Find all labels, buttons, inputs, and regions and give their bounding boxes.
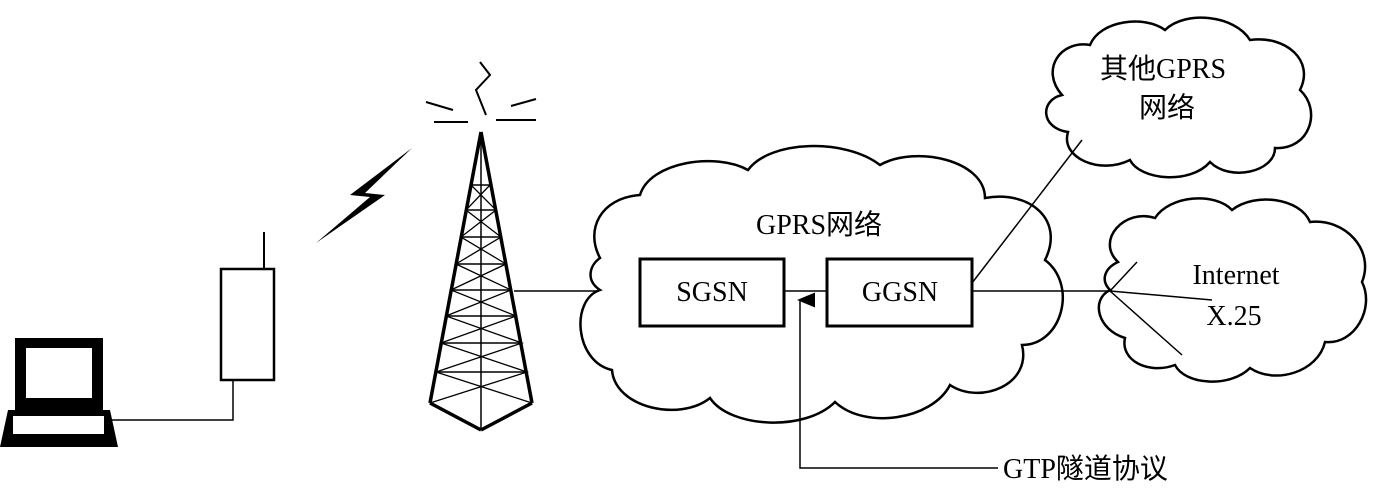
gtp-tunnel-label: GTP隧道协议 — [1003, 453, 1168, 485]
laptop-icon — [0, 338, 118, 447]
other-gprs-cloud — [1044, 16, 1313, 179]
ggsn-other-gprs-link — [971, 139, 1083, 284]
ggsn-label: GGSN — [862, 277, 938, 308]
gprs-network-cloud — [579, 144, 1064, 424]
antenna-tower-icon — [425, 61, 537, 432]
other-gprs-label-line2: 网络 — [1139, 92, 1195, 124]
gprs-network-label: GPRS网络 — [756, 209, 882, 241]
other-gprs-label-line1: 其他GPRS — [1100, 53, 1226, 85]
modem-icon — [104, 232, 276, 421]
sgsn-node — [638, 257, 786, 328]
ggsn-node — [825, 257, 974, 328]
x25-label: X.25 — [1206, 301, 1261, 332]
sgsn-label: SGSN — [676, 277, 748, 308]
external-network-cloud — [1097, 197, 1368, 383]
gtp-tunnel-arrow — [797, 292, 998, 469]
external-fanout-lines — [1109, 261, 1213, 356]
internet-label: Internet — [1192, 260, 1279, 291]
lightning-icon — [316, 148, 412, 243]
